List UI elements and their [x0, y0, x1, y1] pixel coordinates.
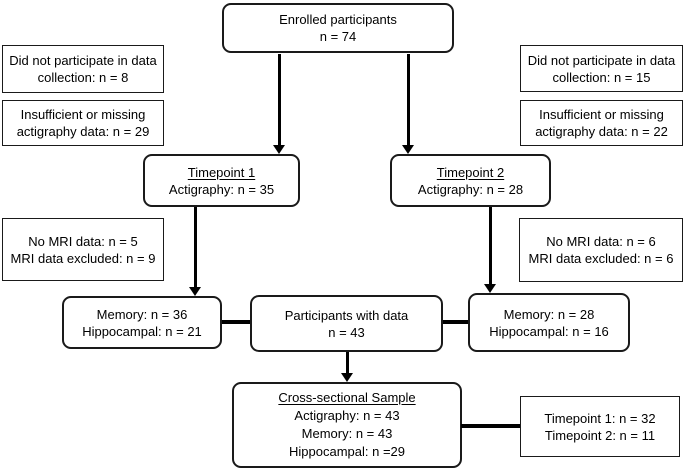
- arrow-enrolled-to-timepoint1: [273, 54, 285, 154]
- box-timepoint1: Timepoint 1 Actigraphy: n = 35: [143, 154, 300, 207]
- enrolled-label: Enrolled participants: [279, 12, 397, 27]
- mri-right-line1: No MRI data: n = 6: [546, 234, 656, 249]
- box-timepoint2: Timepoint 2 Actigraphy: n = 28: [390, 154, 551, 207]
- cross-sectional-memory: Memory: n = 43: [301, 426, 393, 441]
- box-memory-left: Memory: n = 36 Hippocampal: n = 21: [62, 296, 222, 349]
- arrow-shaft: [406, 54, 410, 145]
- arrow-timepoint2-to-memory-right: [484, 207, 496, 293]
- excluded-right-actigraphy-line1: Insufficient or missing: [539, 107, 664, 122]
- memory-right-line1: Memory: n = 28: [503, 306, 595, 322]
- timepoint1-title: Timepoint 1: [187, 164, 256, 180]
- arrowhead-down-icon: [189, 287, 201, 296]
- box-enrolled: Enrolled participants n = 74: [222, 3, 454, 53]
- box-mri-excluded-right: No MRI data: n = 6 MRI data excluded: n …: [519, 218, 683, 282]
- box-excluded-right-actigraphy: Insufficient or missing actigraphy data:…: [520, 100, 683, 146]
- excluded-left-actigraphy-line2: actigraphy data: n = 29: [16, 124, 150, 139]
- cross-sectional-hippocampal: Hippocampal: n =29: [289, 444, 405, 459]
- mri-right-line2: MRI data excluded: n = 6: [528, 251, 674, 266]
- arrowhead-down-icon: [341, 373, 353, 382]
- box-participants-with-data: Participants with data n = 43: [250, 295, 443, 352]
- arrowhead-down-icon: [273, 145, 285, 154]
- memory-left-line1: Memory: n = 36: [96, 306, 188, 322]
- connector-cross-sectional-to-followup: [461, 424, 520, 428]
- arrow-shaft: [345, 352, 349, 373]
- excluded-right-collection-line1: Did not participate in data: [527, 52, 676, 68]
- cross-sectional-title: Cross-sectional Sample: [278, 390, 416, 405]
- excluded-left-collection-line1: Did not participate in data: [9, 53, 157, 68]
- box-excluded-right-collection: Did not participate in data collection: …: [520, 45, 683, 92]
- enrolled-count: n = 74: [319, 29, 357, 44]
- box-cross-sectional-sample: Cross-sectional Sample Actigraphy: n = 4…: [232, 382, 462, 468]
- arrowhead-down-icon: [484, 284, 496, 293]
- box-followup-counts: Timepoint 1: n = 32 Timepoint 2: n = 11: [520, 396, 680, 457]
- connector-participants-to-memory-right: [443, 320, 468, 324]
- arrow-participants-to-cross-sectional: [341, 352, 353, 382]
- excluded-right-collection-line2: collection: n = 15: [552, 69, 651, 85]
- excluded-left-collection-line2: collection: n = 8: [37, 70, 129, 85]
- cross-sectional-actigraphy: Actigraphy: n = 43: [294, 408, 400, 423]
- arrow-shaft: [277, 54, 281, 145]
- arrow-timepoint1-to-memory-left: [189, 207, 201, 296]
- timepoint2-actigraphy-count: Actigraphy: n = 28: [417, 181, 524, 197]
- timepoint1-actigraphy-count: Actigraphy: n = 35: [168, 181, 275, 197]
- box-memory-right: Memory: n = 28 Hippocampal: n = 16: [468, 293, 630, 352]
- memory-left-line2: Hippocampal: n = 21: [82, 323, 202, 339]
- memory-right-line2: Hippocampal: n = 16: [489, 323, 609, 339]
- followup-timepoint2-count: Timepoint 2: n = 11: [544, 427, 656, 443]
- followup-timepoint1-count: Timepoint 1: n = 32: [544, 410, 656, 426]
- connector-memory-left-to-participants: [222, 320, 250, 324]
- mri-left-line1: No MRI data: n = 5: [28, 233, 138, 249]
- arrow-shaft: [193, 207, 197, 287]
- timepoint2-title: Timepoint 2: [436, 164, 505, 180]
- participants-label: Participants with data: [284, 307, 409, 323]
- participants-count: n = 43: [328, 324, 365, 340]
- excluded-left-actigraphy-line1: Insufficient or missing: [20, 107, 146, 122]
- excluded-right-actigraphy-line2: actigraphy data: n = 22: [535, 124, 668, 139]
- mri-left-line2: MRI data excluded: n = 9: [10, 250, 156, 266]
- box-excluded-left-collection: Did not participate in data collection: …: [2, 45, 164, 93]
- arrow-shaft: [488, 207, 492, 284]
- box-mri-excluded-left: No MRI data: n = 5 MRI data excluded: n …: [2, 218, 164, 281]
- arrow-enrolled-to-timepoint2: [402, 54, 414, 154]
- arrowhead-down-icon: [402, 145, 414, 154]
- box-excluded-left-actigraphy: Insufficient or missing actigraphy data:…: [2, 100, 164, 146]
